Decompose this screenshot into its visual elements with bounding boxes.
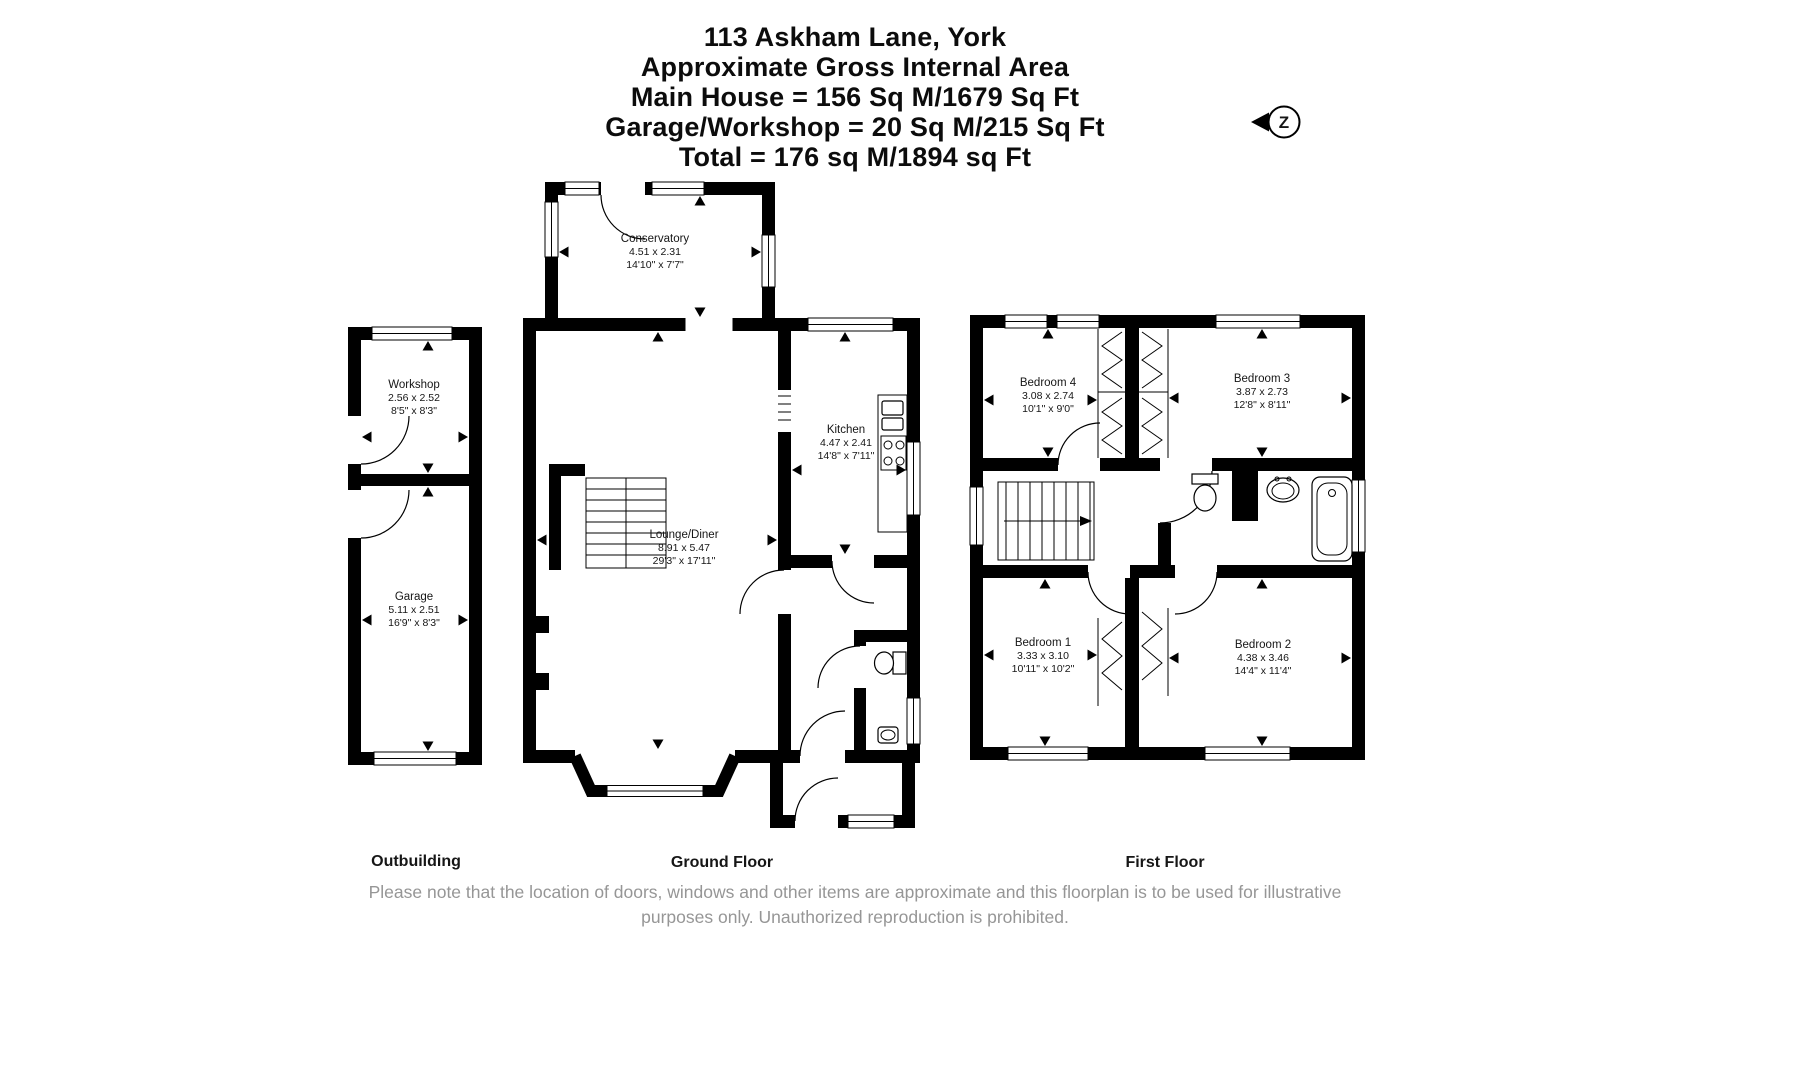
header: 113 Askham Lane, York Approximate Gross … <box>0 22 1710 172</box>
ground-floor-caption: Ground Floor <box>671 854 773 871</box>
garage-door <box>348 489 410 539</box>
conservatory-dims-metric: 4.51 x 2.31 <box>629 246 681 258</box>
bedroom4-label: Bedroom 4 <box>1020 377 1077 389</box>
sink-icon <box>881 400 904 416</box>
workshop-window <box>371 326 453 341</box>
kitchen-dims-imperial: 14'8" x 7'11" <box>818 450 875 462</box>
bedroom4-dims-imperial: 10'1" x 9'0" <box>1022 403 1074 415</box>
bedroom2-label: Bedroom 2 <box>1235 639 1291 651</box>
wc-toilet-icon <box>873 651 907 675</box>
kitchen-dims-metric: 4.47 x 2.41 <box>820 437 872 449</box>
header-subtitle: Approximate Gross Internal Area <box>640 52 1070 82</box>
kitchen-side-window <box>906 441 921 516</box>
wc-basin-icon <box>877 726 899 744</box>
bay-window <box>569 750 741 797</box>
bedroom1-dims-imperial: 10'11" x 10'2" <box>1012 663 1075 675</box>
lounge-diner-dims-metric: 8.91 x 5.47 <box>658 542 710 554</box>
outbuilding-plan: Workshop 2.56 x 2.52 8'5" x 8'3" Garage … <box>348 326 482 766</box>
bedroom4-door <box>1057 422 1101 466</box>
conservatory-opening <box>685 318 733 331</box>
kitchen-door <box>831 555 875 604</box>
first-floor-windows <box>969 314 1366 761</box>
bathroom-toilet-icon <box>1191 473 1219 512</box>
conservatory-dims-imperial: 14'10" x 7'7" <box>626 259 684 271</box>
garage-label: Garage <box>395 591 433 603</box>
garage-dims-metric: 5.11 x 2.51 <box>388 604 439 616</box>
stairs-direction-arrow <box>1080 516 1092 526</box>
first-internal-walls <box>983 328 1352 747</box>
back-door <box>799 710 846 763</box>
workshop-dims-imperial: 8'5" x 8'3" <box>391 405 437 417</box>
bedroom1-door <box>1087 571 1131 615</box>
wc-door <box>817 645 866 689</box>
bedroom2-dims-metric: 4.38 x 3.46 <box>1237 652 1289 664</box>
ground-dimension-arrows <box>537 196 906 749</box>
disclaimer: Please note that the location of doors, … <box>0 880 1710 930</box>
bedroom3-label: Bedroom 3 <box>1234 373 1290 385</box>
compass-north-icon: Z <box>1251 105 1301 139</box>
chimney-breast <box>536 616 549 633</box>
bedroom1-dims-metric: 3.33 x 3.10 <box>1017 650 1069 662</box>
garage-dims-imperial: 16'9" x 8'3" <box>388 617 440 629</box>
first-floor-caption: First Floor <box>1125 854 1204 871</box>
porch <box>770 763 915 829</box>
hob-icon <box>880 435 907 471</box>
bedroom2-door <box>1174 571 1218 615</box>
kitchen-counter <box>877 394 908 533</box>
kitchen-label: Kitchen <box>827 424 865 436</box>
ground-internal-walls <box>536 318 920 763</box>
disclaimer-line-1: Please note that the location of doors, … <box>368 882 1342 902</box>
wc-window <box>906 697 921 745</box>
bedroom2-dims-imperial: 14'4" x 11'4" <box>1235 665 1292 677</box>
disclaimer-line-2: purposes only. Unauthorized reproduction… <box>641 907 1069 927</box>
kitchen-top-window <box>807 317 894 332</box>
header-address: 113 Askham Lane, York <box>703 22 1007 52</box>
wardrobes <box>1097 329 1169 706</box>
bedroom1-label: Bedroom 1 <box>1015 637 1071 649</box>
conservatory-label: Conservatory <box>621 233 690 245</box>
compass-letter: Z <box>1279 113 1289 132</box>
airing-cupboard <box>1232 471 1258 521</box>
bedroom4-dims-metric: 3.08 x 2.74 <box>1022 390 1074 402</box>
workshop-label: Workshop <box>388 379 440 391</box>
wardrobe-bifold-icon <box>1101 331 1123 389</box>
bath-icon <box>1311 476 1353 562</box>
header-main-house-area: Main House = 156 Sq M/1679 Sq Ft <box>630 82 1080 112</box>
workshop-door <box>348 415 410 465</box>
lounge-diner-dims-imperial: 29'3" x 17'11" <box>653 555 716 567</box>
garage-window <box>373 751 457 766</box>
header-total-area: Total = 176 sq M/1894 sq Ft <box>678 142 1032 172</box>
bathroom-basin-icon <box>1266 476 1300 503</box>
outbuilding-caption: Outbuilding <box>371 853 461 870</box>
lounge-door <box>739 569 791 615</box>
ground-floor-plan: Conservatory 4.51 x 2.31 14'10" x 7'7" K… <box>523 181 921 829</box>
ground-floor-stairs <box>585 477 667 569</box>
first-floor-stairs <box>997 481 1095 561</box>
workshop-dims-metric: 2.56 x 2.52 <box>388 392 440 404</box>
header-garage-area: Garage/Workshop = 20 Sq M/215 Sq Ft <box>605 112 1105 142</box>
first-floor-plan: Bedroom 4 3.08 x 2.74 10'1" x 9'0" Bedro… <box>969 314 1366 761</box>
conservatory <box>544 181 776 322</box>
bedroom3-dims-imperial: 12'8" x 8'11" <box>1234 399 1291 411</box>
lounge-diner-label: Lounge/Diner <box>649 529 718 541</box>
bedroom3-dims-metric: 3.87 x 2.73 <box>1236 386 1288 398</box>
